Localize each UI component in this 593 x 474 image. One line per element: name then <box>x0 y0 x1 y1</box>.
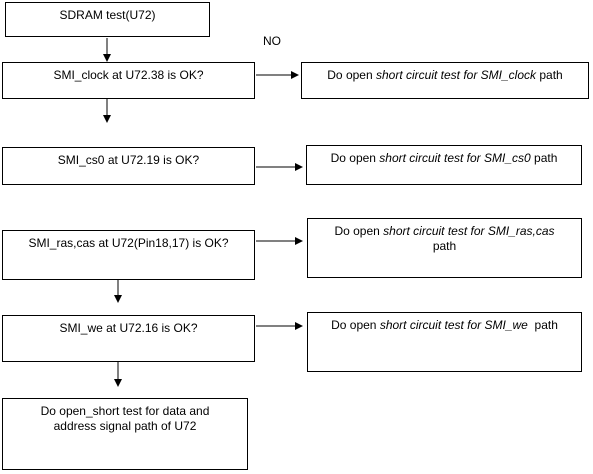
node-final-open-short-test: Do open_short test for data and address … <box>2 398 248 470</box>
action-clock-suffix: path <box>536 68 563 82</box>
action-rascas-italic: short circuit test for SMI_ras,cas <box>383 224 555 238</box>
action-prefix: Do open <box>331 318 380 332</box>
node-action-smi-we: Do open short circuit test for SMI_we pa… <box>307 312 582 372</box>
action-clock-italic: short circuit test for SMI_clock <box>375 68 537 82</box>
final-line-2: address signal path of U72 <box>53 419 197 433</box>
node-action-smi-clock: Do open short circuit test for SMI_clock… <box>301 62 589 99</box>
node-check-smi-clock: SMI_clock at U72.38 is OK? <box>2 62 255 99</box>
action-cs0-italic: short circuit test for SMI_cs0 <box>379 151 531 165</box>
node-check-smi-cs0: SMI_cs0 at U72.19 is OK? <box>2 147 255 185</box>
action-prefix: Do open <box>327 68 376 82</box>
node-action-smi-cs0: Do open short circuit test for SMI_cs0 p… <box>306 145 582 185</box>
node-check-smi-rascas: SMI_ras,cas at U72(Pin18,17) is OK? <box>2 230 255 280</box>
edge-label-no: NO <box>263 34 281 48</box>
action-we-italic: short circuit test for SMI_we <box>379 318 528 332</box>
node-action-smi-rascas: Do open short circuit test for SMI_ras,c… <box>307 218 582 278</box>
action-we-suffix: path <box>527 318 558 332</box>
node-check-smi-we: SMI_we at U72.16 is OK? <box>2 315 255 362</box>
action-rascas-suffix: path <box>432 239 457 253</box>
action-cs0-suffix: path <box>530 151 558 165</box>
node-start: SDRAM test(U72) <box>5 2 210 37</box>
final-line-1: Do open_short test for data and <box>40 404 210 418</box>
action-prefix: Do open <box>334 224 384 238</box>
action-prefix: Do open <box>330 151 380 165</box>
